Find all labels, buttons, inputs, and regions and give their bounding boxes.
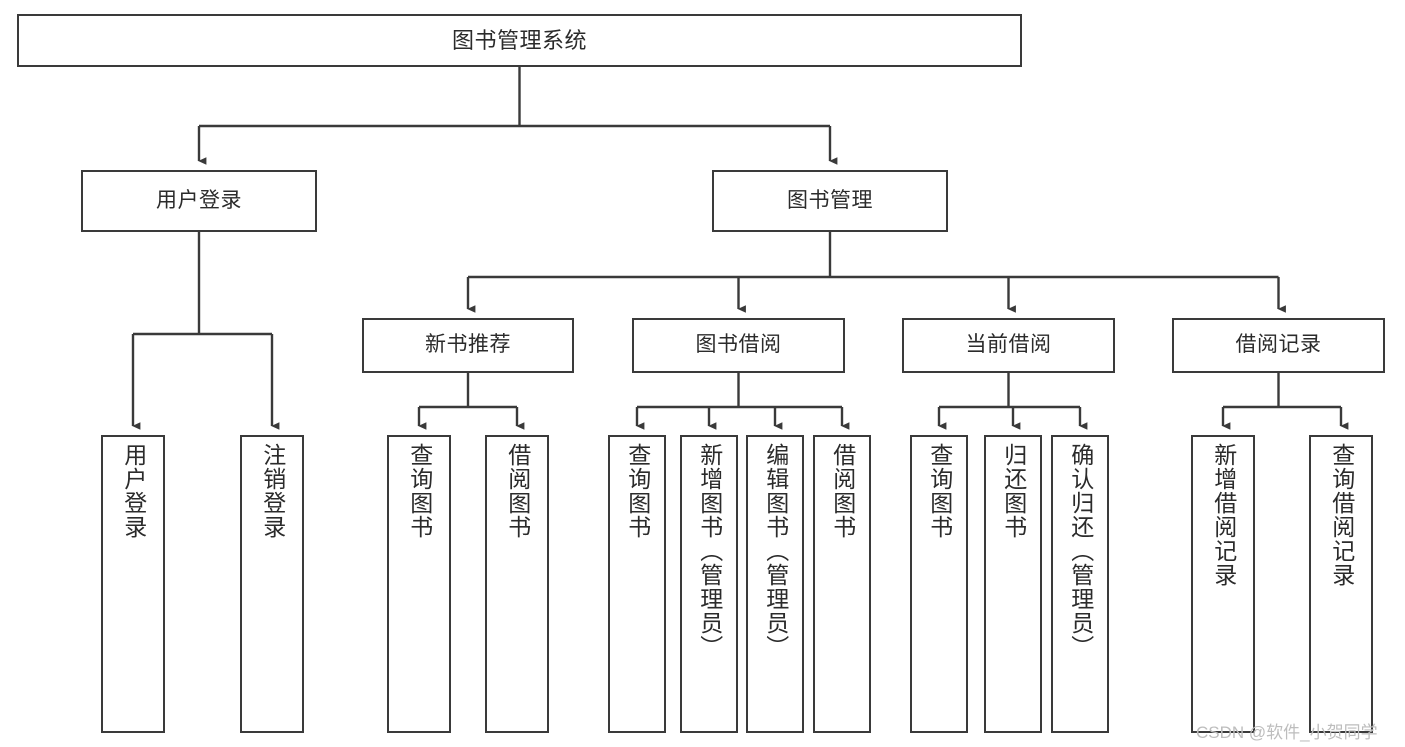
node-label: 借阅图书 [504,443,531,539]
node-label: 用户登录 [156,188,242,212]
node-label: 借阅图书 [829,443,856,539]
node-records[interactable]: 借阅记录 [1172,318,1385,373]
node-leaf-logout[interactable]: 注销登录 [240,435,304,733]
node-leaf-rc-query[interactable]: 查询借阅记录 [1309,435,1373,733]
node-leaf-login[interactable]: 用户登录 [101,435,165,733]
node-label: 用户登录 [120,443,147,539]
node-leaf-bw-add[interactable]: 新增图书（管理员） [680,435,738,733]
node-borrow[interactable]: 图书借阅 [632,318,845,373]
node-label: 查询图书 [926,443,953,539]
node-label: 借阅记录 [1235,333,1322,357]
node-label: 图书管理系统 [451,27,587,53]
node-leaf-cu-query[interactable]: 查询图书 [910,435,968,733]
node-current[interactable]: 当前借阅 [902,318,1115,373]
node-leaf-nb-query[interactable]: 查询图书 [387,435,451,733]
node-root[interactable]: 图书管理系统 [17,14,1022,67]
node-label: 图书管理 [787,188,873,212]
node-label: 编辑图书（管理员） [762,443,789,659]
node-label: 新增借阅记录 [1210,443,1237,587]
node-leaf-bw-query[interactable]: 查询图书 [608,435,666,733]
node-leaf-bw-edit[interactable]: 编辑图书（管理员） [746,435,804,733]
csdn-watermark: CSDN @软件_小贺同学 [1196,723,1378,742]
node-label: 查询借阅记录 [1328,443,1355,587]
node-leaf-cu-ret[interactable]: 归还图书 [984,435,1042,733]
node-label: 新书推荐 [425,333,511,357]
node-bookmgmt[interactable]: 图书管理 [712,170,948,232]
node-leaf-nb-borrow[interactable]: 借阅图书 [485,435,549,733]
node-label: 归还图书 [1000,443,1027,539]
node-leaf-bw-take[interactable]: 借阅图书 [813,435,871,733]
node-leaf-cu-conf[interactable]: 确认归还（管理员） [1051,435,1109,733]
node-label: 图书借阅 [695,333,782,357]
node-newbook[interactable]: 新书推荐 [362,318,574,373]
node-label: 新增图书（管理员） [696,443,723,659]
node-login[interactable]: 用户登录 [81,170,317,232]
node-label: 查询图书 [406,443,433,539]
node-label: 当前借阅 [965,333,1052,357]
node-label: 注销登录 [259,443,286,539]
node-leaf-rc-add[interactable]: 新增借阅记录 [1191,435,1255,733]
node-label: 确认归还（管理员） [1067,443,1094,659]
node-label: 查询图书 [624,443,651,539]
